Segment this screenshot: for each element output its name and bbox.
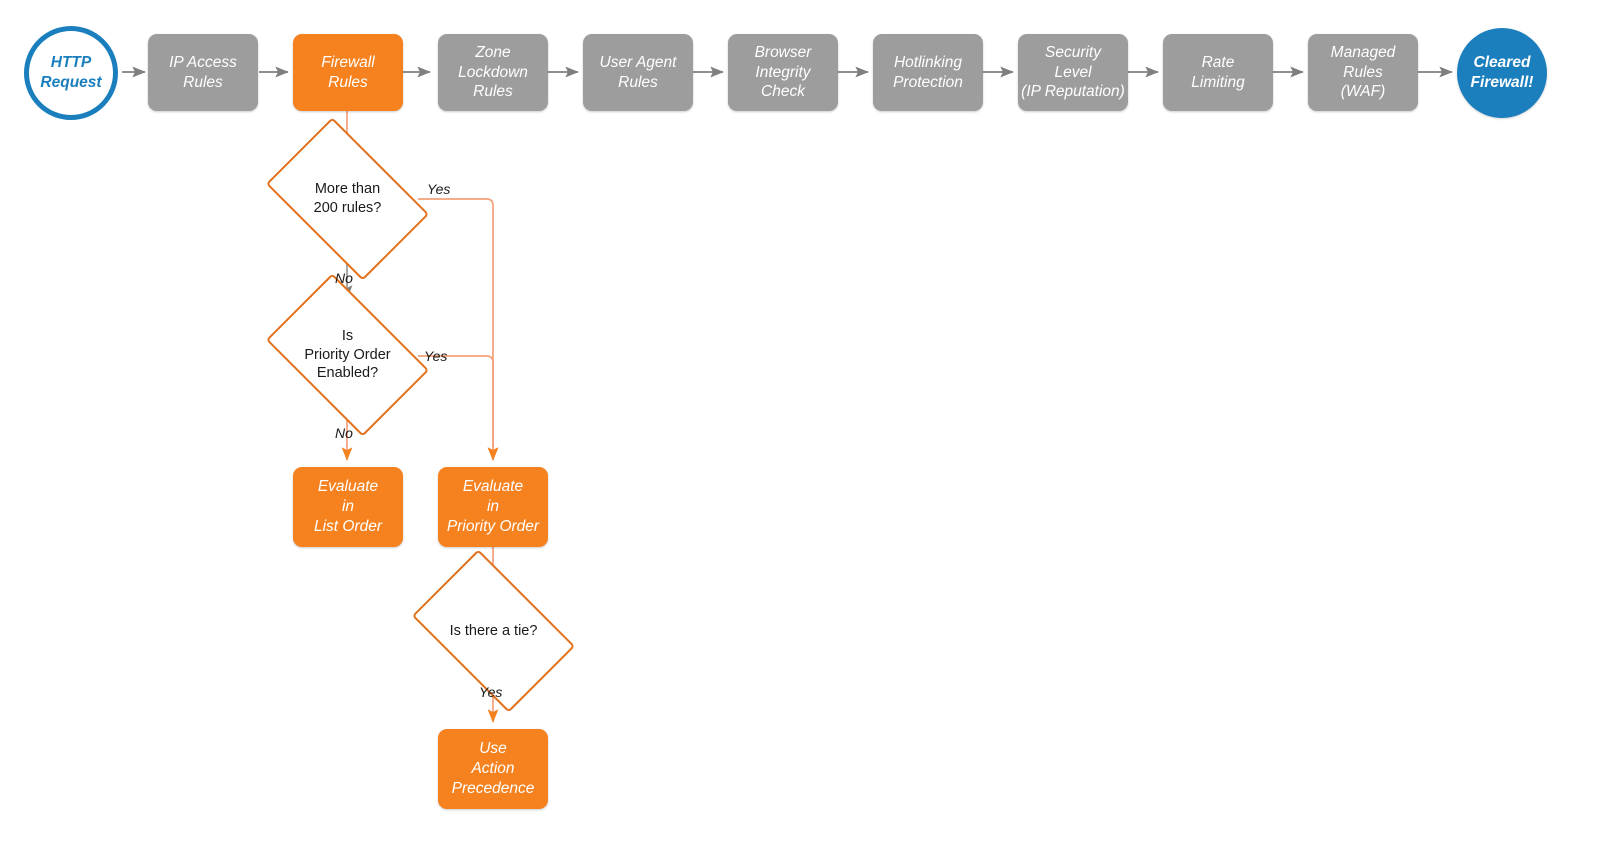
edge-label-yes-more-than-200: Yes: [427, 181, 451, 197]
node-firewall-rules[interactable]: Firewall Rules: [293, 34, 403, 111]
node-evaluate-in-priority-order[interactable]: Evaluate in Priority Order: [438, 467, 548, 547]
edge-label-no-priority-order: No: [335, 425, 353, 441]
node-managed-rules-waf[interactable]: Managed Rules (WAF): [1308, 34, 1418, 111]
decision-is-there-a-tie[interactable]: Is there a tie?: [411, 549, 576, 713]
edge-label-yes-tie: Yes: [479, 684, 503, 700]
decision-label: Is there a tie?: [449, 622, 538, 639]
decision-label: Is Priority Order Enabled?: [304, 328, 391, 382]
edge-label-yes-priority-order: Yes: [424, 348, 448, 364]
edge-priorityorder-yes: [418, 355, 499, 461]
node-http-request[interactable]: HTTP Request: [24, 26, 118, 120]
edge-rulecount-yes: [418, 198, 499, 461]
node-use-action-precedence[interactable]: Use Action Precedence: [438, 729, 548, 809]
decision-label: More than 200 rules?: [313, 181, 382, 216]
node-hotlinking-protection[interactable]: Hotlinking Protection: [873, 34, 983, 111]
node-security-level[interactable]: Security Level (IP Reputation): [1018, 34, 1128, 111]
decision-more-than-200-rules[interactable]: More than 200 rules?: [265, 117, 430, 281]
edge-label-no-more-than-200: No: [335, 270, 353, 286]
node-cleared-firewall[interactable]: Cleared Firewall!: [1457, 28, 1547, 118]
node-browser-integrity-check[interactable]: Browser Integrity Check: [728, 34, 838, 111]
decision-is-priority-order-enabled[interactable]: Is Priority Order Enabled?: [265, 273, 430, 437]
node-zone-lockdown-rules[interactable]: Zone Lockdown Rules: [438, 34, 548, 111]
node-evaluate-in-list-order[interactable]: Evaluate in List Order: [293, 467, 403, 547]
node-rate-limiting[interactable]: Rate Limiting: [1163, 34, 1273, 111]
node-ip-access-rules[interactable]: IP Access Rules: [148, 34, 258, 111]
node-user-agent-rules[interactable]: User Agent Rules: [583, 34, 693, 111]
